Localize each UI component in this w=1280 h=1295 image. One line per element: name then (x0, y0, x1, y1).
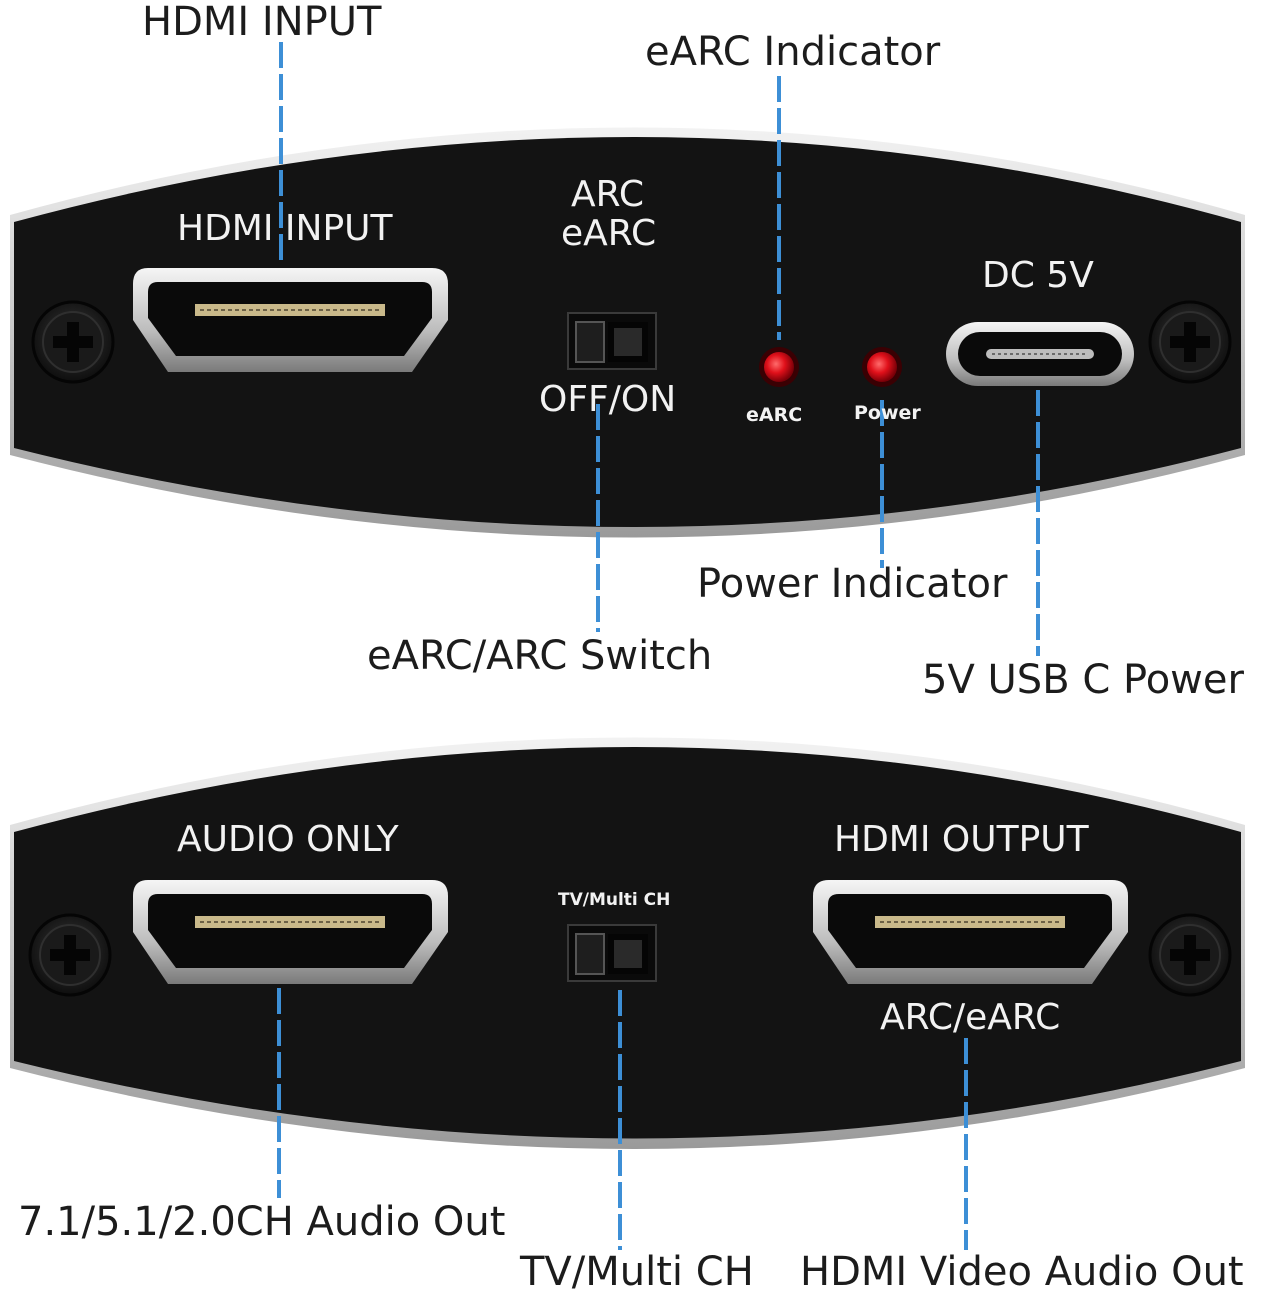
panel-label-audio-only: AUDIO ONLY (177, 819, 399, 860)
toggle-switch-icon (567, 924, 657, 982)
panel-label-earc: eARC (561, 213, 657, 254)
bottom-panel (10, 737, 1245, 1149)
screw-icon (28, 913, 112, 997)
panel-label-off-on: OFF/ON (539, 379, 677, 420)
hdmi-port-icon (813, 880, 1128, 984)
top-panel (10, 127, 1245, 538)
callout-lines (277, 42, 1040, 1250)
callout-tv-multi-ch: TV/Multi CH (520, 1249, 754, 1295)
callout-usb-c-power: 5V USB C Power (922, 657, 1244, 703)
callout-earc-indicator: eARC Indicator (645, 29, 941, 75)
panel-label-earc-led: eARC (746, 404, 803, 426)
led-icon (862, 347, 902, 387)
callout-earc-arc-switch: eARC/ARC Switch (367, 633, 713, 679)
panel-label-tv-multi-ch: TV/Multi CH (558, 890, 671, 910)
callout-hdmi-input: HDMI INPUT (142, 0, 382, 45)
toggle-switch-icon (567, 312, 657, 370)
callout-hdmi-video-audio-out: HDMI Video Audio Out (800, 1249, 1244, 1295)
panel-label-power-led: Power (854, 402, 921, 424)
panel-label-hdmi-output: HDMI OUTPUT (834, 819, 1089, 860)
panel-label-hdmi-input: HDMI INPUT (177, 208, 393, 249)
callout-audio-out: 7.1/5.1/2.0CH Audio Out (18, 1199, 506, 1245)
panel-label-dc-5v: DC 5V (982, 255, 1094, 296)
screw-icon (1148, 913, 1232, 997)
hdmi-port-icon (133, 268, 448, 372)
hdmi-port-icon (133, 880, 448, 984)
screw-icon (31, 300, 115, 384)
led-icon (759, 347, 799, 387)
panel-label-arc: ARC (571, 174, 644, 215)
callout-power-indicator: Power Indicator (697, 561, 1008, 607)
usb-c-port-icon (946, 322, 1134, 386)
screw-icon (1148, 300, 1232, 384)
panel-label-arc-earc: ARC/eARC (880, 997, 1061, 1038)
